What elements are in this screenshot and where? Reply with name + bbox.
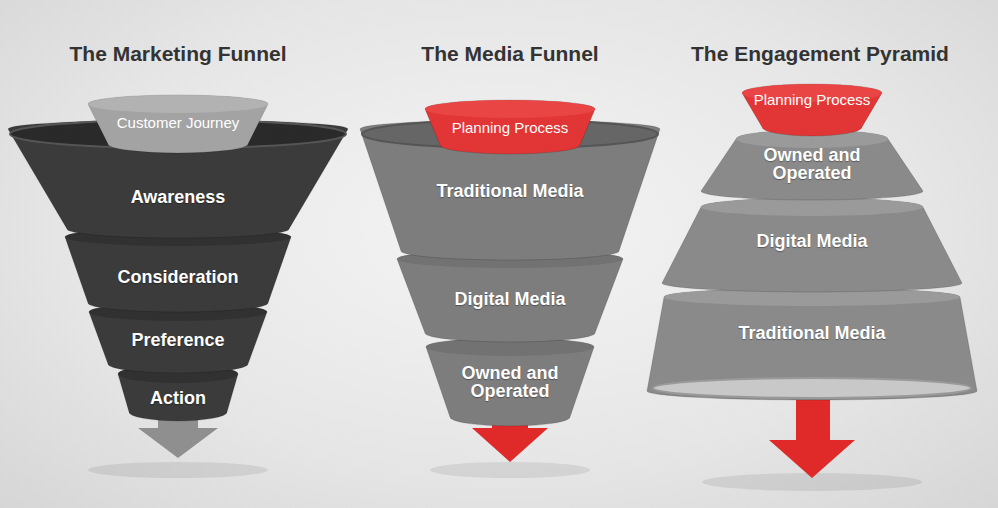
funnel-band: Consideration [64, 228, 292, 312]
band-label: Preference [131, 331, 224, 349]
band-label: Digital Media [454, 290, 565, 308]
funnel-band: Owned and Operated [426, 338, 594, 426]
band-label: Traditional Media [738, 324, 885, 342]
column-heading: The Engagement Pyramid [691, 42, 949, 66]
band-label: Owned and Operated [448, 364, 573, 400]
band-label: Traditional Media [436, 182, 583, 200]
band-label: Planning Process [452, 120, 569, 135]
band-label: Awareness [131, 188, 226, 206]
band-label: Customer Journey [117, 115, 240, 130]
column-heading: The Media Funnel [421, 42, 598, 66]
band-label: Owned and Operated [737, 146, 887, 182]
funnel-band: Digital Media [700, 198, 924, 292]
funnel-top-tab: Planning Process [425, 100, 595, 154]
funnel-band: Digital Media [396, 250, 624, 342]
band-label: Digital Media [756, 232, 867, 250]
band-shape [647, 288, 977, 400]
funnel-top-tab: Planning Process [742, 84, 882, 136]
funnel-top-tab: Customer Journey [88, 95, 268, 153]
band-label: Action [150, 389, 206, 407]
funnel-band: Owned and Operated [736, 130, 888, 200]
band-label: Consideration [117, 268, 238, 286]
funnel-band: Preference [88, 303, 268, 373]
column-heading: The Marketing Funnel [69, 42, 286, 66]
funnel-band: Traditional Media [647, 288, 977, 400]
band-label: Planning Process [754, 92, 871, 107]
